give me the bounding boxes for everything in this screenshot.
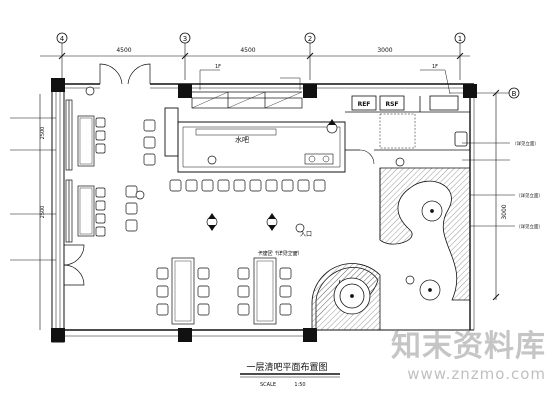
- card-area-label: 卡座区（详见立面）: [257, 250, 302, 257]
- left-booth-table-1: [77, 115, 106, 167]
- refrigerator-label-2: RSF: [385, 101, 398, 108]
- axis-label-1: 1: [458, 35, 462, 43]
- axis-bubble-3: [179, 32, 191, 44]
- axis-label-2: 2: [308, 35, 312, 43]
- dining-table-left: [156, 257, 210, 325]
- watermark-title: 知末资料库: [391, 329, 546, 364]
- left-booth-partitions: [65, 99, 73, 243]
- dimension-left-1: 2500: [40, 127, 46, 140]
- callout-top-left: 1F: [215, 64, 221, 70]
- refrigerator-label-1: REF: [358, 101, 371, 108]
- entrance-label: 入口: [300, 231, 312, 238]
- axis-label-b: B: [512, 90, 517, 98]
- axis-lines: [39, 38, 510, 330]
- axis-label-3: 3: [183, 35, 187, 43]
- entrance-door: [63, 63, 151, 286]
- callout-right-3: （详见立面）: [516, 223, 543, 230]
- round-booth: [311, 263, 381, 331]
- watermark-url: www.znzmo.com: [407, 365, 546, 383]
- scale-label: SCALE: [260, 382, 276, 388]
- axis-bubble-4: [56, 32, 68, 44]
- dimension-right-1: 3000: [501, 204, 508, 219]
- bar-label: 水吧: [235, 135, 249, 144]
- axis-bubble-2: [304, 32, 316, 44]
- dimension-left-2: 2500: [40, 206, 46, 219]
- left-booth-table-2: [77, 185, 106, 237]
- dimension-ticks: [58, 52, 500, 301]
- drawing-title: 一层清吧平面布置图: [246, 361, 327, 373]
- elevation-marker-arrows: [208, 119, 336, 231]
- dining-table-right: [237, 257, 292, 325]
- bar-stools: [169, 179, 326, 192]
- storage-room: [345, 95, 470, 165]
- dimension-top-1: 4500: [116, 47, 131, 54]
- structural-columns: [51, 78, 477, 342]
- dimension-top-2: 4500: [240, 47, 255, 54]
- axis-bubble-1: [454, 32, 466, 44]
- axis-label-4: 4: [60, 35, 65, 43]
- circular-tables-right: [419, 200, 443, 301]
- callout-right-2: （详见立面）: [516, 192, 543, 199]
- bar-counter: [177, 121, 346, 173]
- callout-top-right: 1F: [432, 64, 438, 70]
- elevation-markers: [85, 86, 415, 285]
- middle-chairs: [125, 119, 156, 232]
- curved-feature-area: [379, 167, 471, 301]
- callout-right-1: （详见立面）: [512, 140, 539, 147]
- bar-back-cabinets: [164, 91, 303, 157]
- refrigerators: [351, 95, 405, 111]
- dimension-top-3: 3000: [377, 47, 392, 54]
- axis-bubble-b: [508, 87, 520, 99]
- callout-leaders: [10, 69, 515, 261]
- watermark: 知末资料库 www.znzmo.com: [391, 330, 546, 384]
- scale-value: 1:50: [294, 382, 305, 388]
